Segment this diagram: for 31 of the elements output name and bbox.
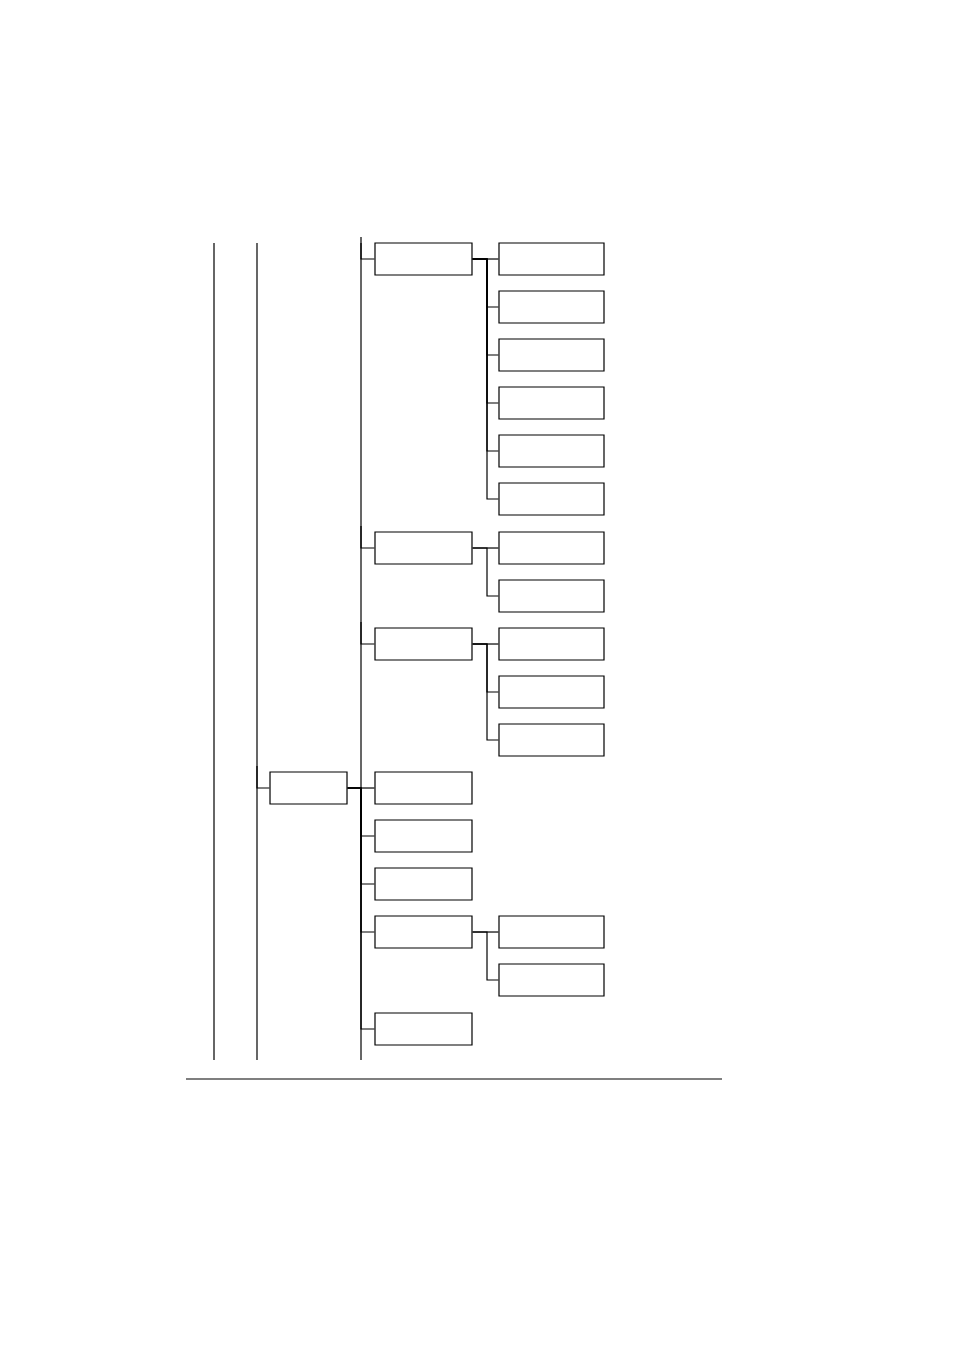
menu-box bbox=[498, 963, 605, 997]
menu-box bbox=[498, 915, 605, 949]
menu-box bbox=[269, 771, 348, 805]
menu-box bbox=[498, 531, 605, 565]
menu-box bbox=[498, 290, 605, 324]
menu-box bbox=[374, 867, 473, 901]
menu-box bbox=[374, 771, 473, 805]
menu-box bbox=[498, 675, 605, 709]
menu-box bbox=[498, 627, 605, 661]
menu-box bbox=[498, 723, 605, 757]
menu-box bbox=[498, 242, 605, 276]
menu-box bbox=[498, 482, 605, 516]
menu-box bbox=[374, 242, 473, 276]
connector bbox=[472, 643, 499, 741]
connector bbox=[472, 931, 499, 981]
connector bbox=[472, 547, 499, 597]
menu-box bbox=[374, 819, 473, 853]
connector bbox=[360, 236, 375, 260]
connector bbox=[360, 621, 375, 645]
connector bbox=[360, 525, 375, 549]
menu-box bbox=[374, 1012, 473, 1046]
connector bbox=[347, 787, 375, 1030]
menu-box bbox=[498, 579, 605, 613]
menu-box bbox=[374, 531, 473, 565]
menu-box bbox=[374, 627, 473, 661]
connector bbox=[472, 258, 499, 500]
menu-box bbox=[498, 434, 605, 468]
connector bbox=[256, 765, 270, 789]
menu-box bbox=[498, 338, 605, 372]
menu-box bbox=[374, 915, 473, 949]
menu-box bbox=[498, 386, 605, 420]
